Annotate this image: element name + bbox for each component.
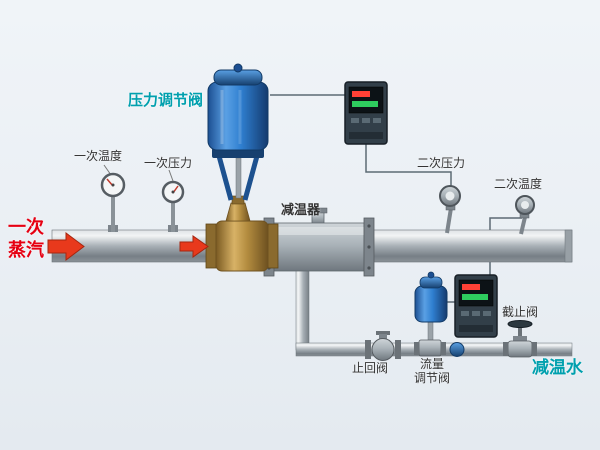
actuator-body xyxy=(207,81,269,151)
cooling-water-vertical-pipe xyxy=(295,262,310,351)
sensor-probe xyxy=(519,216,527,235)
controller-strip xyxy=(349,132,383,139)
stop-valve-handwheel xyxy=(507,320,533,328)
controller-display-red xyxy=(462,284,480,290)
label-primary-steam-line1: 一次 xyxy=(8,217,44,237)
label-primary-temperature: 一次温度 xyxy=(74,149,123,163)
vertical-pipe-body xyxy=(295,262,310,351)
label-secondary-temperature: 二次温度 xyxy=(494,177,543,191)
label-check-valve: 止回阀 xyxy=(352,361,389,375)
controller-button xyxy=(472,311,480,316)
steam-flow-arrow-pipe xyxy=(179,235,209,258)
pressure-regulating-valve-assembly xyxy=(205,63,279,272)
sensor-face xyxy=(445,191,455,201)
water-line-fitting xyxy=(449,342,465,357)
controller-button xyxy=(362,118,370,123)
desuperheater-stub-cap xyxy=(308,207,328,214)
signal-line-controller1-to-secondary-pressure xyxy=(365,144,452,188)
flange-bolt xyxy=(367,245,371,249)
flow-arrows xyxy=(47,232,209,261)
controller-display-green xyxy=(352,101,378,107)
label-flow-valve-line2: 调节阀 xyxy=(413,371,450,386)
label-secondary-pressure: 二次压力 xyxy=(417,156,466,170)
blue-fitting-dot xyxy=(449,342,465,357)
label-primary-pressure: 一次压力 xyxy=(144,156,193,170)
sensor-probe xyxy=(445,207,453,234)
valve-flange-right xyxy=(267,223,279,269)
check-valve-unit xyxy=(365,331,401,361)
check-valve-body xyxy=(371,338,395,361)
flow-actuator-top-bolt xyxy=(427,271,435,279)
stop-valve-stem xyxy=(518,326,522,338)
label-pressure-regulating-valve: 压力调节阀 xyxy=(128,92,204,109)
stop-valve-bonnet xyxy=(513,336,527,342)
stop-valve-body xyxy=(507,340,533,358)
controller-2 xyxy=(454,274,498,338)
flow-valve-flange-right xyxy=(441,342,446,355)
label-desuperheater: 减温器 xyxy=(281,202,321,217)
actuator-yoke xyxy=(216,155,260,201)
desuperheater-unit xyxy=(263,207,375,277)
check-valve-plug xyxy=(379,334,387,341)
label-cooling-water: 减温水 xyxy=(532,358,583,377)
label-primary-steam-line2: 蒸汽 xyxy=(8,239,44,260)
label-primary-steam: 一次 蒸汽 xyxy=(6,216,46,261)
controller-display-red xyxy=(352,91,370,97)
sensor-face xyxy=(521,201,529,209)
check-valve-cap xyxy=(376,331,390,335)
check-valve-flange-right xyxy=(395,340,401,359)
actuator-top-bolt xyxy=(233,63,243,73)
flow-regulating-valve-assembly xyxy=(414,271,448,357)
secondary-pressure-sensor xyxy=(439,185,461,234)
controller-display-green xyxy=(462,294,488,300)
flow-actuator-body xyxy=(414,285,448,323)
pipe-end-ring xyxy=(564,229,573,263)
controller-button xyxy=(373,118,381,123)
flow-valve-body xyxy=(418,339,442,357)
controller-screen xyxy=(458,279,494,307)
valve-body xyxy=(215,220,269,272)
flow-valve-stem xyxy=(427,319,434,343)
stop-valve-flange-left xyxy=(503,342,508,356)
primary-temperature-sensor xyxy=(100,172,126,232)
secondary-temperature-sensor xyxy=(515,195,535,235)
leader-primary-pressure xyxy=(168,169,174,182)
label-stop-valve: 截止阀 xyxy=(502,305,539,319)
valve-bonnet xyxy=(225,202,251,222)
stop-valve-flange-right xyxy=(532,342,537,356)
primary-pressure-sensor xyxy=(161,180,185,232)
flange-bolt xyxy=(367,224,371,228)
controller-1 xyxy=(344,81,388,145)
stop-valve-unit xyxy=(503,320,537,358)
label-flow-valve-line1: 流量 xyxy=(419,357,444,371)
flow-actuator-cap xyxy=(419,276,443,289)
controller-strip xyxy=(459,325,493,332)
flange-bolt xyxy=(367,266,371,270)
controller-button xyxy=(483,311,491,316)
steam-flow-arrow-inlet xyxy=(47,232,85,261)
label-flow-regulating-valve: 流量 调节阀 xyxy=(409,357,455,386)
valve-stem xyxy=(235,157,242,199)
desuperheater-body-highlight xyxy=(272,227,364,235)
controller-button xyxy=(461,311,469,316)
flow-valve-flange-left xyxy=(414,342,419,355)
controller-screen xyxy=(348,86,384,114)
check-valve-flange-left xyxy=(365,340,371,359)
gauge-center-pin xyxy=(171,190,175,194)
gauge-center-pin xyxy=(111,183,115,187)
controller-button xyxy=(351,118,359,123)
